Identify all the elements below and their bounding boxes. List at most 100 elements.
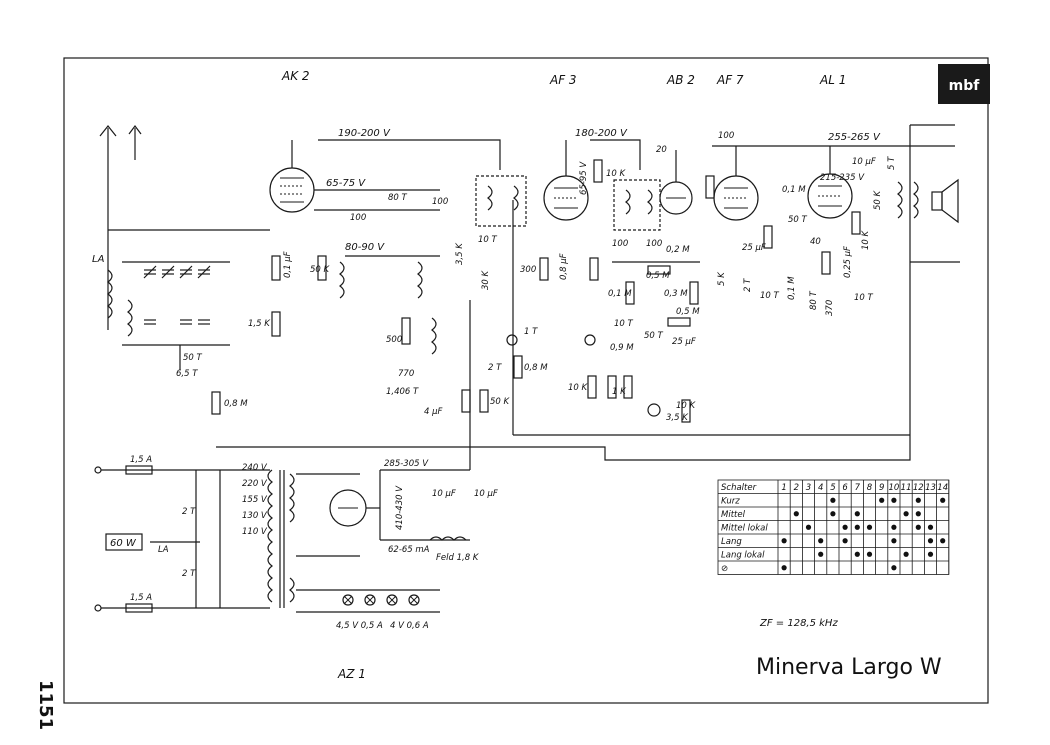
res-label-50k-a: 50 K — [310, 265, 331, 275]
res-label-0-2m: 0,2 M — [666, 245, 690, 255]
switch-table-row-label: Mittel — [721, 510, 746, 520]
switch-table-header-cell: 8 — [867, 483, 873, 493]
switch-table-header-cell: 1 — [781, 483, 786, 493]
switch-table-row-label: Lang lokal — [721, 551, 765, 561]
cap-label-65t: 6,5 T — [176, 369, 198, 379]
switch-contact-dot — [940, 497, 946, 503]
res-label-10k-b: 1 K — [612, 387, 627, 397]
switch-table-row-label: ⊘ — [721, 564, 728, 574]
switch-contact-dot — [915, 497, 921, 503]
switch-contact-dot — [927, 551, 934, 557]
res-label-30k: 30 K — [481, 269, 491, 290]
cap-label-10t-d: 50 T — [788, 215, 808, 225]
res-label-3-5k-a: 3,5 K — [455, 242, 465, 265]
antenna-label: LA — [92, 254, 105, 265]
volume-controls — [506, 334, 691, 423]
cap-label-100-a: 100 — [350, 213, 366, 223]
voltage-label-3: 255-265 V — [828, 132, 881, 143]
switch-contact-dot — [903, 551, 909, 557]
cap-label-100-e: 100 — [718, 131, 734, 141]
speaker — [897, 178, 959, 224]
tube-label-ab2: AB 2 — [666, 73, 695, 87]
cap-label-100-c: 100 — [646, 239, 662, 249]
tap-130v: 130 V — [242, 511, 268, 521]
switch-contact-dot — [818, 551, 824, 557]
switch-contact-dot — [830, 511, 836, 517]
cap-label-50t-a: 50 T — [183, 353, 203, 363]
res-label-500: 500 — [386, 335, 402, 345]
cap-label-1406t: 1,406 T — [386, 387, 419, 397]
switch-table-header-cell: 10 — [888, 483, 899, 493]
tube-ak2 — [269, 140, 315, 213]
switch-contact-dot — [781, 565, 787, 571]
lamp-label-2: 4 V 0,6 A — [390, 621, 429, 631]
tap-155v: 155 V — [242, 495, 268, 505]
switch-contact-dot — [915, 524, 921, 530]
switch-contact-dot — [866, 551, 873, 557]
switch-contact-dot — [818, 538, 824, 544]
res-label-0-8m-b: 0,8 M — [524, 363, 548, 373]
voltage-label-8: 285-305 V — [384, 459, 429, 469]
res-label-0-9m: 0,1 M — [782, 185, 806, 195]
tap-220v: 220 V — [242, 479, 268, 489]
cap-label-2t-c: 2 T — [182, 507, 196, 517]
cap-label-80t-a: 80 T — [388, 193, 408, 203]
switch-table-header-cell: 3 — [806, 483, 811, 493]
switch-contact-dot — [866, 524, 873, 530]
tube-ab2 — [659, 150, 693, 215]
cap-label-4uf: 4 µF — [424, 407, 443, 417]
mains-la-label: LA — [158, 545, 169, 555]
trimmer-capacitors — [143, 265, 211, 370]
switch-table-header-label: Schalter — [721, 483, 757, 493]
cap-label-10t-e: 10 T — [854, 293, 874, 303]
tube-label-af3: AF 3 — [549, 73, 577, 87]
cap-label-40: 40 — [810, 237, 821, 247]
switch-table-header-cell: 14 — [937, 483, 948, 493]
if-transformer-2 — [613, 179, 661, 231]
cap-label-10uf-a: 10 µF — [432, 489, 456, 499]
cap-label-0-8uf: 0,8 µF — [559, 253, 569, 280]
switch-contact-dot — [879, 497, 885, 503]
switch-table-header-cell: 5 — [830, 483, 835, 493]
if-transformer-1 — [475, 175, 527, 227]
tube-af7 — [713, 146, 759, 221]
res-label-0-3m: 0,3 M — [664, 289, 688, 299]
res-label-50k-b: 50 K — [490, 397, 511, 407]
switch-table-header-cell: 11 — [901, 483, 912, 493]
switch-table-header-cell: 12 — [913, 483, 924, 493]
res-label-0-1m-b: 0,1 M — [787, 276, 797, 300]
cap-label-770: 770 — [398, 369, 414, 379]
power-rating-box — [105, 533, 143, 551]
switch-contact-dot — [805, 524, 812, 530]
switch-table-row-label: Lang — [721, 537, 742, 547]
switch-contact-dot — [830, 497, 836, 503]
switch-contact-dot — [854, 551, 860, 557]
switch-contact-dot — [842, 538, 848, 544]
cap-label-25uf-b: 80 T — [809, 290, 819, 310]
voltage-label-1: 190-200 V — [338, 128, 391, 139]
voltage-label-6: 65-95 V — [579, 161, 589, 195]
fuse-label-bottom: 1,5 A — [130, 593, 152, 603]
voltage-label-5: 80-90 V — [345, 242, 385, 253]
power-rating: 60 W — [110, 538, 137, 549]
res-label-10k-e: 10 K — [861, 229, 871, 250]
drawing-frame — [63, 57, 989, 704]
tube-label-ak2: AK 2 — [281, 69, 310, 83]
voltage-label-2: 180-200 V — [575, 128, 628, 139]
switch-contact-dot — [927, 524, 934, 530]
cap-label-2t-b: 10 µF — [852, 157, 876, 167]
tube-label-af7: AF 7 — [716, 73, 744, 87]
res-label-3-5k-b: 3,5 K — [666, 413, 689, 423]
res-label-5k: 5 K — [717, 271, 727, 286]
cap-label-50t-b: 100 — [612, 239, 628, 249]
switch-table-header-cell: 2 — [794, 483, 799, 493]
voltage-label-4: 65-75 V — [326, 178, 366, 189]
switch-contact-dot — [891, 524, 897, 530]
switch-table-header-cell: 13 — [925, 483, 936, 493]
cap-label-5t: 5 T — [887, 156, 897, 170]
res-label-10k-d: 10 K — [676, 401, 697, 411]
page-number: 1151 — [35, 680, 56, 730]
cap-label-0-1uf: 0,1 µF — [283, 251, 293, 278]
